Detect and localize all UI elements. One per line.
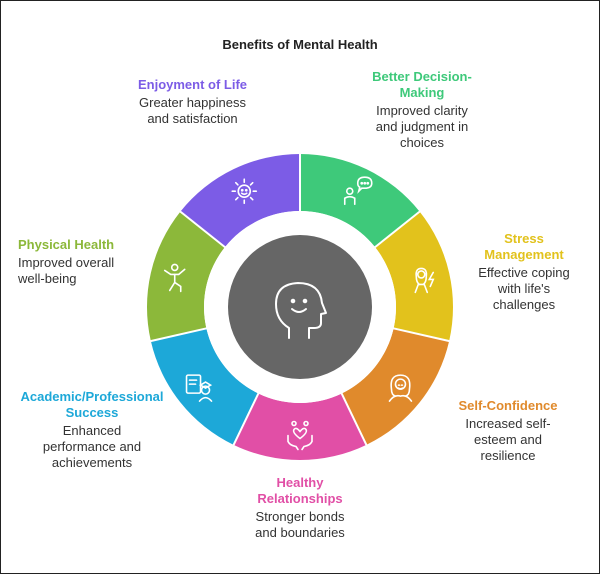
relationships-title: Healthy Relationships [257, 475, 343, 506]
thinking-person-icon [343, 176, 373, 206]
decision-title: Better Decision- Making [372, 69, 472, 100]
stress-desc: Effective coping with life's challenges [478, 265, 570, 312]
stress-title: Stress Management [484, 231, 564, 262]
segment-relationships-shape [233, 393, 367, 461]
hands-heart-icon [287, 420, 313, 451]
label-enjoyment: Enjoyment of Life Greater happiness and … [110, 77, 275, 127]
segment-decision-shape [300, 154, 420, 248]
segment-divider [339, 391, 369, 448]
confidence-title: Self-Confidence [458, 398, 558, 413]
woman-lightning-icon [414, 267, 435, 294]
confident-woman-icon [388, 374, 413, 402]
academic-title: Academic/Professional Success [20, 389, 164, 420]
center-circle [228, 235, 372, 379]
head-smile-icon [275, 282, 327, 339]
label-relationships: Healthy Relationships Stronger bonds and… [235, 475, 365, 541]
label-confidence: Self-Confidence Increased self- esteem a… [448, 398, 568, 464]
segment-enjoyment-shape [180, 154, 300, 248]
label-physical: Physical Health Improved overall well-be… [18, 237, 148, 287]
segment-relationships [233, 393, 367, 461]
physical-desc: Improved overall well-being [18, 255, 115, 286]
label-decision: Better Decision- Making Improved clarity… [352, 69, 492, 151]
segment-decision [300, 154, 420, 248]
graduate-certificate-icon [185, 374, 213, 402]
segment-physical [146, 211, 225, 342]
segment-enjoyment [180, 154, 300, 248]
physical-title: Physical Health [18, 237, 115, 252]
enjoyment-title: Enjoyment of Life [137, 77, 248, 92]
confidence-desc: Increased self- esteem and resilience [465, 416, 551, 463]
segment-physical-shape [146, 211, 225, 342]
label-academic: Academic/Professional Success Enhanced p… [18, 389, 183, 471]
relationships-desc: Stronger bonds and boundaries [255, 509, 345, 540]
segment-stress [375, 211, 453, 342]
label-stress: Stress Management Effective coping with … [468, 231, 580, 313]
running-person-icon [163, 263, 186, 293]
decision-desc: Improved clarity and judgment in choices [375, 103, 469, 150]
segment-divider [178, 209, 228, 250]
segment-divider [391, 326, 452, 343]
sun-icon [231, 178, 258, 205]
segment-divider [231, 391, 261, 448]
enjoyment-desc: Greater happiness and satisfaction [139, 95, 246, 126]
segment-divider [148, 326, 209, 343]
segment-stress-shape [375, 211, 453, 342]
segment-divider [372, 209, 422, 250]
diagram-title: Benefits of Mental Health [222, 37, 378, 52]
academic-desc: Enhanced performance and achievements [42, 423, 142, 470]
